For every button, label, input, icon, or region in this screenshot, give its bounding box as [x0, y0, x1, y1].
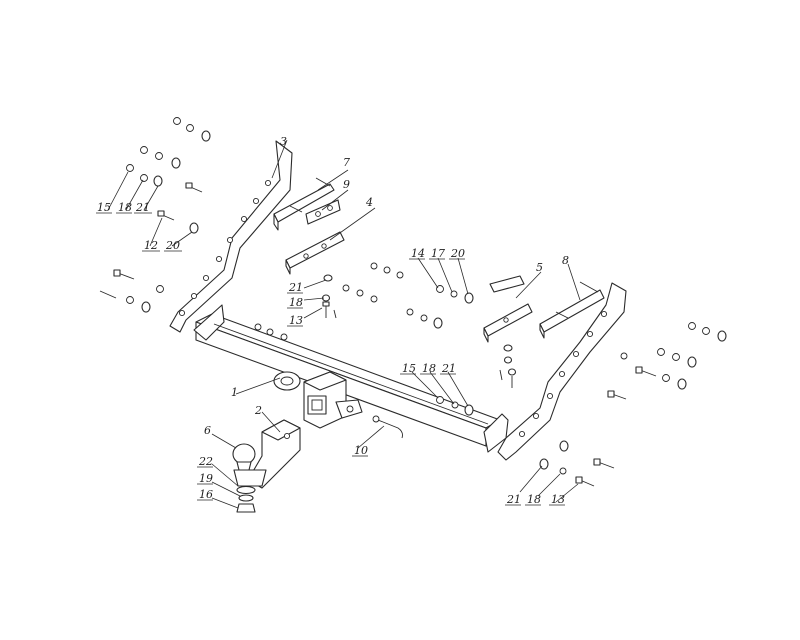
main-crossbar — [193, 304, 509, 453]
callout-underlines — [96, 212, 565, 506]
callout-21-center: 21 — [441, 362, 456, 375]
callout-18-mid: 18 — [289, 296, 303, 309]
callout-2: 2 — [254, 404, 262, 417]
callout-18-left: 18 — [118, 201, 132, 214]
plate-4 — [285, 231, 345, 275]
callout-21-right: 21 — [506, 493, 521, 506]
left-side-bracket — [169, 140, 293, 333]
callout-18-center: 18 — [422, 362, 436, 375]
callout-18-right: 18 — [527, 493, 541, 506]
callout-15-left: 15 — [97, 201, 111, 214]
plate-7 — [273, 177, 335, 231]
callout-15-mid: 15 — [402, 362, 416, 375]
callout-22: 22 — [198, 455, 213, 468]
fasteners — [99, 117, 727, 487]
callout-9: 9 — [343, 178, 350, 191]
callout-8: 8 — [562, 254, 569, 267]
callout-20-left: 20 — [165, 239, 180, 252]
callout-10: 10 — [354, 444, 368, 457]
callout-6: 6 — [204, 424, 211, 437]
plate-9 — [305, 199, 341, 225]
tow-ball — [232, 443, 256, 471]
hitch-pin — [372, 415, 403, 439]
callout-20-mid: 20 — [450, 247, 465, 260]
plate-5 — [483, 275, 533, 343]
right-side-bracket — [497, 282, 627, 461]
ball-mount — [233, 419, 301, 489]
callout-4: 4 — [365, 196, 373, 209]
callout-14: 14 — [411, 247, 425, 260]
callout-19: 19 — [199, 472, 213, 485]
callout-17: 17 — [431, 247, 445, 260]
callout-leaders — [107, 139, 581, 509]
callout-12: 12 — [144, 239, 158, 252]
callout-21-mid: 21 — [288, 281, 303, 294]
callout-13-right: 13 — [551, 493, 565, 506]
callout-1: 1 — [231, 386, 238, 399]
callout-labels: 3 7 9 4 5 8 15 18 21 12 20 21 18 13 14 1… — [97, 135, 569, 506]
ball-washer-stack — [236, 485, 256, 513]
callout-7: 7 — [343, 156, 350, 169]
callout-3: 3 — [280, 135, 287, 148]
callout-5: 5 — [536, 261, 543, 274]
callout-16: 16 — [199, 488, 213, 501]
plate-8 — [539, 281, 605, 339]
callout-21-left: 21 — [135, 201, 150, 214]
callout-13-mid: 13 — [289, 314, 303, 327]
